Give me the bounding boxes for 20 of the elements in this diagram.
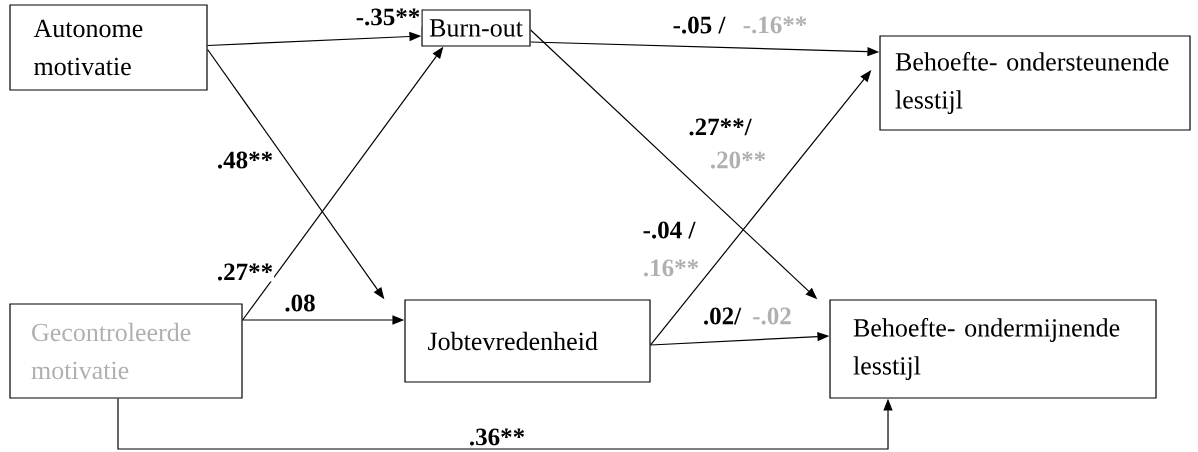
box: Burn-out [421,9,531,47]
coefficient-label: .16** [644,259,699,277]
coefficient-label: .20** [711,151,766,169]
edge-label: -.05 / [671,15,727,35]
edge-label: .27**/ [687,117,753,137]
edge-label: .08 [283,293,317,313]
edge-label: .27** [215,262,275,282]
edge-label: -.35** [354,7,422,27]
box: Gecontroleerde motivatie [9,303,243,399]
coefficient-label: -.02 [753,307,791,325]
edge-label: -.04 / [641,220,697,240]
edge-label: .36** [467,427,527,447]
box: Behoefte- ondersteunende lesstijl [879,35,1191,131]
box: Autonome motivatie [9,4,208,91]
box: Behoefte- ondermijnende lesstijl [829,299,1157,399]
edge-label: .48** [215,150,275,170]
edge-label: .02/ [701,306,743,326]
arrow [117,398,893,450]
coefficient-label: -.16** [743,16,807,34]
box: Jobtevredenheid [404,299,651,383]
